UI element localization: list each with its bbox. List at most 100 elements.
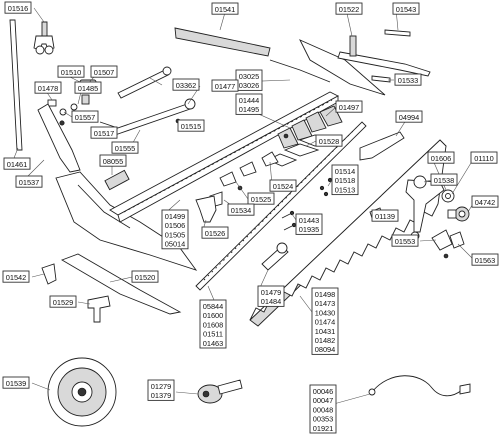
guard-plate-part [359, 131, 405, 161]
wear-plate-part [104, 169, 130, 191]
part-label-01517: 01517 [90, 126, 118, 139]
part-number: 01479 [261, 288, 282, 297]
part-label-01110: 01110 [470, 151, 498, 164]
swath-rod-part [337, 51, 431, 77]
label-box [201, 226, 229, 239]
label-box [57, 65, 85, 78]
small-bracket-part [41, 263, 57, 285]
part-number: 00047 [313, 396, 334, 405]
knife-back-part [195, 121, 367, 291]
part-label-01534: 01534 [227, 203, 255, 216]
part-label-01497: 01497 [335, 100, 363, 113]
part-number: 03025 [239, 72, 260, 81]
part-number: 08055 [103, 157, 124, 166]
part-number: 01529 [53, 298, 74, 307]
knife-head-part [261, 242, 289, 271]
label-box [309, 384, 337, 434]
rivets-part [319, 177, 333, 197]
part-label-01461: 01461 [3, 157, 31, 170]
part-number: 01444 [239, 96, 260, 105]
part-number: 00048 [313, 405, 334, 414]
label-box [391, 234, 419, 247]
part-number: 01506 [165, 221, 186, 230]
part-label-01539: 01539 [2, 376, 30, 389]
part-number: 01538 [434, 176, 455, 185]
bearing-part [447, 206, 470, 222]
label-box [34, 81, 62, 94]
part-number: 01497 [339, 103, 360, 112]
part-label-01543: 01543 [392, 2, 420, 15]
part-label-01515: 01515 [177, 119, 205, 132]
part-number: 01495 [239, 105, 260, 114]
part-number: 01478 [38, 84, 59, 93]
label-box [430, 173, 458, 186]
label-box [15, 175, 43, 188]
part-number: 01477 [215, 82, 236, 91]
part-number: 01510 [61, 68, 82, 77]
part-label-01477: 01477 [211, 79, 239, 92]
label-box [147, 379, 175, 401]
part-label-01507: 01507 [90, 65, 118, 78]
label-box [335, 100, 363, 113]
label-box [2, 270, 30, 283]
part-number: 01518 [335, 176, 356, 185]
part-label-04994: 04994 [395, 110, 423, 123]
knife-part [249, 139, 447, 327]
part-label-01485: 01485 [74, 81, 102, 94]
label-box [161, 209, 189, 250]
part-number: 01514 [335, 167, 356, 176]
part-label-01541: 01541 [211, 2, 239, 15]
part-number: 10430 [315, 308, 336, 317]
label-box [2, 376, 30, 389]
part-number: 01935 [299, 225, 320, 234]
slip-clutch-part [197, 379, 243, 404]
part-number: 01474 [315, 318, 336, 327]
label-box [392, 2, 420, 15]
clutch-disc-part [47, 357, 117, 427]
part-number: 08094 [315, 345, 336, 354]
label-box [177, 119, 205, 132]
label-box [90, 126, 118, 139]
label-box [90, 65, 118, 78]
part-number: 01542 [6, 273, 27, 282]
part-number: 05014 [165, 240, 186, 249]
label-box [227, 203, 255, 216]
part-number: 01526 [205, 229, 226, 238]
part-label-01525: 01525 [247, 192, 275, 205]
label-box [4, 1, 32, 14]
top-bar-part [174, 27, 271, 57]
label-box [211, 79, 239, 92]
label-box [172, 78, 200, 91]
part-number: 10431 [315, 327, 336, 336]
part-label-01516: 01516 [4, 1, 32, 14]
part-number: 01600 [203, 311, 224, 320]
label-box [235, 93, 263, 115]
part-number: 01533 [398, 76, 419, 85]
part-number: 01608 [203, 320, 224, 329]
part-number: 01525 [251, 195, 272, 204]
part-number: 01110 [474, 154, 493, 163]
part-number: 00353 [313, 415, 334, 424]
part-number: 01543 [396, 5, 417, 14]
bolts-part [281, 210, 297, 231]
label-box [394, 73, 422, 86]
part-number: 01461 [7, 160, 28, 169]
part-label-08055: 08055 [99, 154, 127, 167]
label-box [269, 179, 297, 192]
part-label-01520: 01520 [131, 270, 159, 283]
part-number: 00046 [313, 387, 334, 396]
fork-part [33, 21, 55, 55]
label-box [3, 157, 31, 170]
part-number: 01499 [165, 212, 186, 221]
part-number: 01557 [75, 113, 96, 122]
part-number: 01484 [261, 297, 282, 306]
plate-part [87, 295, 111, 323]
label-box [131, 270, 159, 283]
pin-part [384, 29, 411, 37]
part-label-03362: 03362 [172, 78, 200, 91]
part-number: 01498 [315, 290, 336, 299]
